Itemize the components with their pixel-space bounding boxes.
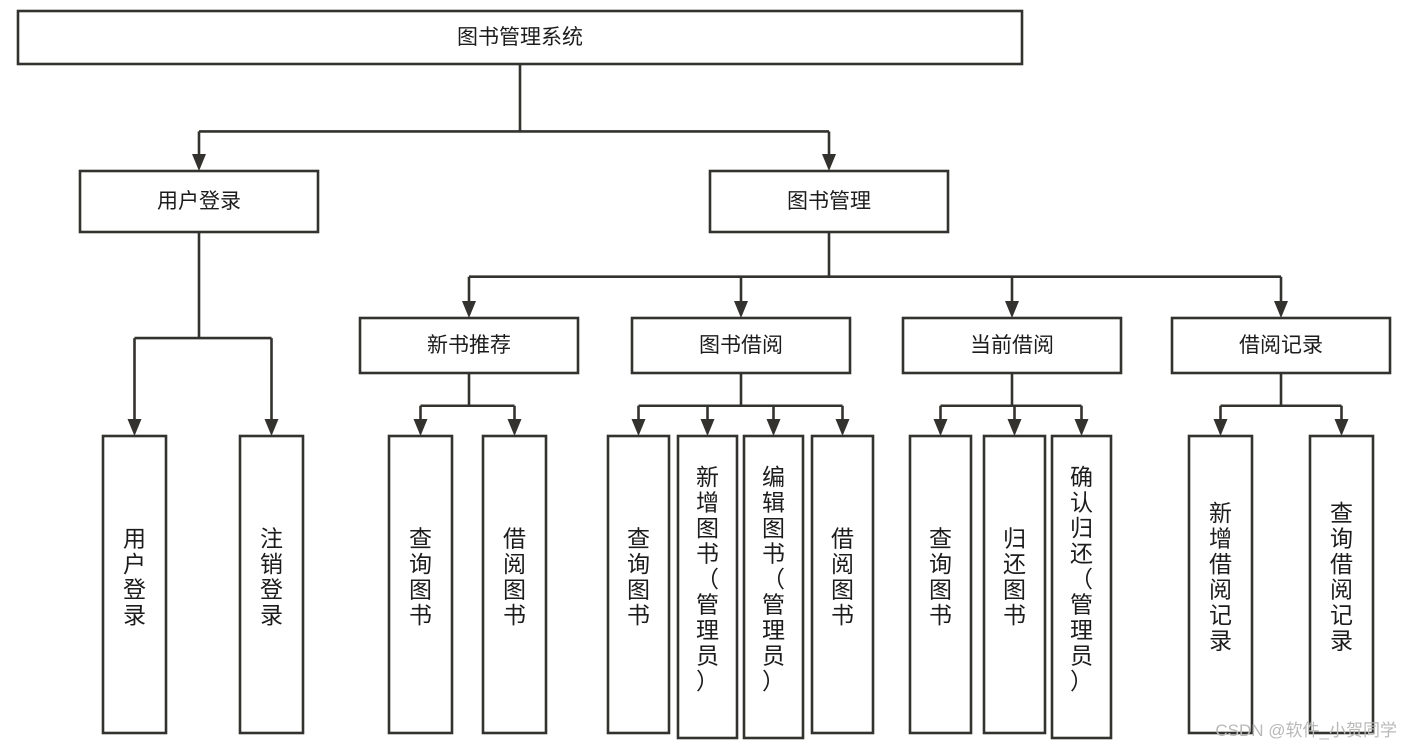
node-box-leaf-edit-book-admin [742,434,805,740]
node-label-book-borrow: 图书借阅 [699,334,783,357]
node-label-new-book-recommend: 新书推荐 [427,334,511,357]
arrow-current-borrow-to-leaf-return-book [1007,419,1022,436]
node-label-current-borrow: 当前借阅 [970,334,1054,357]
edges-layer [127,64,1349,436]
arrow-book-borrow-to-leaf-borrow-book [835,419,850,436]
arrow-current-borrow-to-leaf-query-book-current [933,419,948,436]
node-label-leaf-query-borrow-record: 查询借阅记录 [1330,500,1353,654]
node-label-leaf-confirm-return-admin: 确认归还（管理员） [1070,464,1093,694]
node-box-root [16,9,1024,66]
node-label-leaf-add-book-admin: 新增图书（管理员） [696,464,719,694]
node-leaf-user-login[interactable]: 用户登录 [101,434,168,735]
node-leaf-borrow-book-recommend[interactable]: 借阅图书 [481,434,548,735]
arrow-book-borrow-to-leaf-query-book-borrow [631,419,646,436]
arrow-book-borrow-to-leaf-edit-book-admin [766,419,781,436]
node-label-leaf-borrow-book-recommend: 借阅图书 [503,525,526,628]
node-leaf-query-book-current[interactable]: 查询图书 [908,434,973,735]
node-box-leaf-query-borrow-record [1308,434,1375,735]
node-borrow-record[interactable]: 借阅记录 [1170,316,1392,375]
node-book-management[interactable]: 图书管理 [708,169,950,234]
arrow-user-login-to-leaf-user-login [127,419,142,436]
node-leaf-logout-login[interactable]: 注销登录 [238,434,305,735]
node-box-leaf-logout-login [238,434,305,735]
arrow-current-borrow-to-leaf-confirm-return-admin [1074,419,1089,436]
node-box-book-management [708,169,950,234]
node-box-leaf-add-book-admin [676,434,739,740]
nodes-layer: 图书管理系统用户登录图书管理新书推荐图书借阅当前借阅借阅记录用户登录注销登录查询… [16,9,1392,740]
arrow-new-book-recommend-to-leaf-borrow-book-recommend [507,419,522,436]
node-box-leaf-user-login [101,434,168,735]
node-label-leaf-query-book-recommend: 查询图书 [409,525,432,628]
node-box-leaf-return-book [982,434,1047,735]
node-label-leaf-add-borrow-record: 新增借阅记录 [1209,500,1232,654]
node-label-borrow-record: 借阅记录 [1239,334,1323,357]
arrow-new-book-recommend-to-leaf-query-book-recommend [413,419,428,436]
node-box-leaf-add-borrow-record [1187,434,1254,735]
node-box-borrow-record [1170,316,1392,375]
arrow-book-management-to-current-borrow [1005,301,1019,318]
arrow-book-borrow-to-leaf-add-book-admin [700,419,715,436]
node-box-current-borrow [901,316,1123,375]
node-leaf-borrow-book[interactable]: 借阅图书 [810,434,875,735]
arrow-book-management-to-new-book-recommend [462,301,476,318]
node-root[interactable]: 图书管理系统 [16,9,1024,66]
node-label-leaf-user-login: 用户登录 [123,525,146,628]
node-label-leaf-return-book: 归还图书 [1003,525,1026,628]
csdn-watermark: CSDN @软件_小贺同学 [1215,721,1397,740]
node-current-borrow[interactable]: 当前借阅 [901,316,1123,375]
node-label-book-management: 图书管理 [787,190,871,213]
arrow-book-management-to-borrow-record [1274,301,1288,318]
node-box-leaf-borrow-book [810,434,875,735]
node-leaf-return-book[interactable]: 归还图书 [982,434,1047,735]
node-label-leaf-query-book-borrow: 查询图书 [627,525,650,628]
arrow-book-management-to-book-borrow [734,301,748,318]
node-leaf-edit-book-admin[interactable]: 编辑图书（管理员） [742,434,805,740]
node-label-root: 图书管理系统 [457,26,583,49]
node-leaf-query-book-recommend[interactable]: 查询图书 [387,434,454,735]
node-user-login[interactable]: 用户登录 [78,169,320,234]
arrow-borrow-record-to-leaf-query-borrow-record [1334,419,1349,436]
node-box-leaf-query-book-current [908,434,973,735]
node-box-book-borrow [630,316,852,375]
node-box-leaf-borrow-book-recommend [481,434,548,735]
node-leaf-add-book-admin[interactable]: 新增图书（管理员） [676,434,739,740]
node-label-leaf-logout-login: 注销登录 [260,525,283,628]
node-box-new-book-recommend [358,316,580,375]
node-new-book-recommend[interactable]: 新书推荐 [358,316,580,375]
node-box-leaf-confirm-return-admin [1050,434,1113,740]
node-label-leaf-edit-book-admin: 编辑图书（管理员） [762,464,785,694]
node-box-leaf-query-book-borrow [606,434,671,735]
arrow-root-to-user-login [192,154,206,171]
arrow-root-to-book-management [822,154,836,171]
node-box-leaf-query-book-recommend [387,434,454,735]
node-label-leaf-borrow-book: 借阅图书 [831,525,854,628]
node-leaf-confirm-return-admin[interactable]: 确认归还（管理员） [1050,434,1113,740]
node-label-leaf-query-book-current: 查询图书 [929,525,952,628]
node-book-borrow[interactable]: 图书借阅 [630,316,852,375]
node-leaf-query-book-borrow[interactable]: 查询图书 [606,434,671,735]
node-leaf-add-borrow-record[interactable]: 新增借阅记录 [1187,434,1254,735]
arrow-borrow-record-to-leaf-add-borrow-record [1213,419,1228,436]
node-leaf-query-borrow-record[interactable]: 查询借阅记录 [1308,434,1375,735]
node-box-user-login [78,169,320,234]
node-label-user-login: 用户登录 [157,190,241,213]
arrow-user-login-to-leaf-logout-login [264,419,279,436]
